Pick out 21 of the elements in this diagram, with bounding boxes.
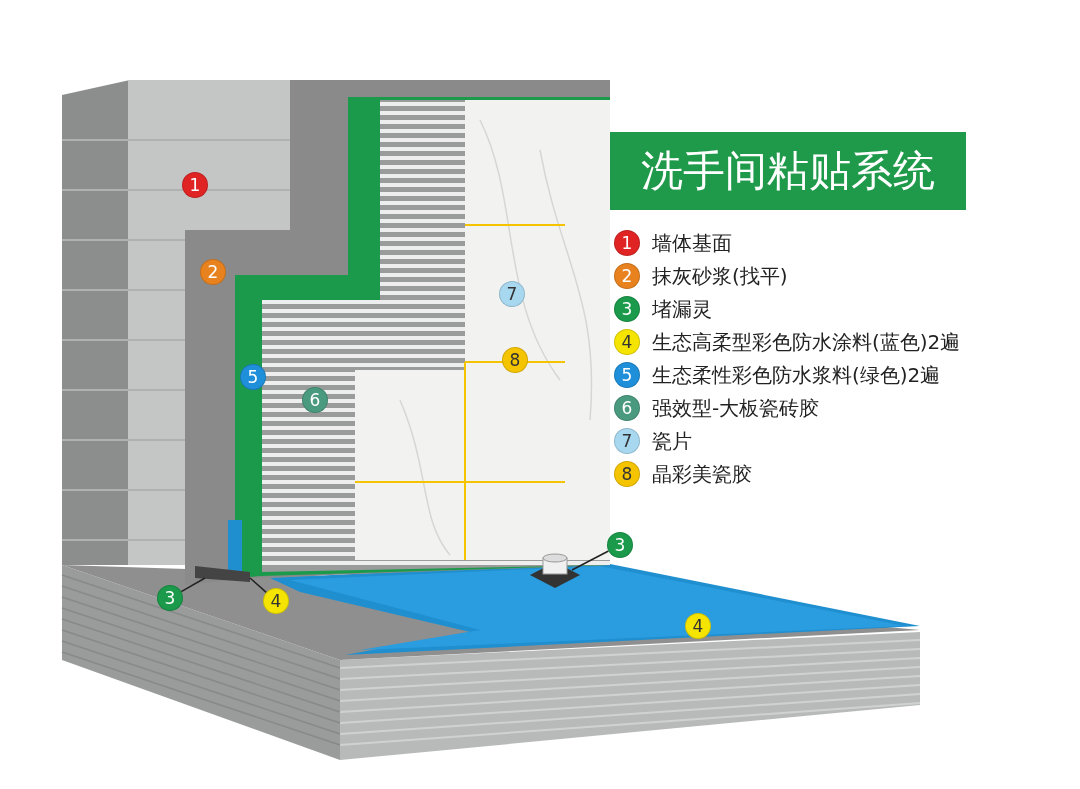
legend-text: 晶彩美瓷胶 — [652, 461, 752, 487]
legend-text: 生态高柔型彩色防水涂料(蓝色)2遍 — [652, 329, 961, 355]
legend-swatch: 5 — [614, 362, 640, 388]
legend-swatch: 2 — [614, 263, 640, 289]
title-banner: 洗手间粘贴系统 — [610, 132, 966, 210]
legend-swatch: 8 — [614, 461, 640, 487]
legend-text: 强效型-大板瓷砖胶 — [652, 395, 820, 421]
leader-line — [571, 550, 610, 571]
leader-line — [249, 577, 267, 594]
legend-swatch: 3 — [614, 296, 640, 322]
legend-text: 堵漏灵 — [652, 296, 712, 322]
legend-text: 抹灰砂浆(找平) — [652, 263, 788, 289]
legend-text: 墙体基面 — [652, 230, 732, 256]
legend-swatch: 6 — [614, 395, 640, 421]
legend-swatch: 1 — [614, 230, 640, 256]
legend-text: 瓷片 — [652, 428, 692, 454]
legend-swatch: 4 — [614, 329, 640, 355]
legend-swatch: 7 — [614, 428, 640, 454]
leader-line — [180, 577, 206, 593]
callout-number: 3 — [607, 532, 633, 558]
legend-text: 生态柔性彩色防水浆料(绿色)2遍 — [652, 362, 941, 388]
